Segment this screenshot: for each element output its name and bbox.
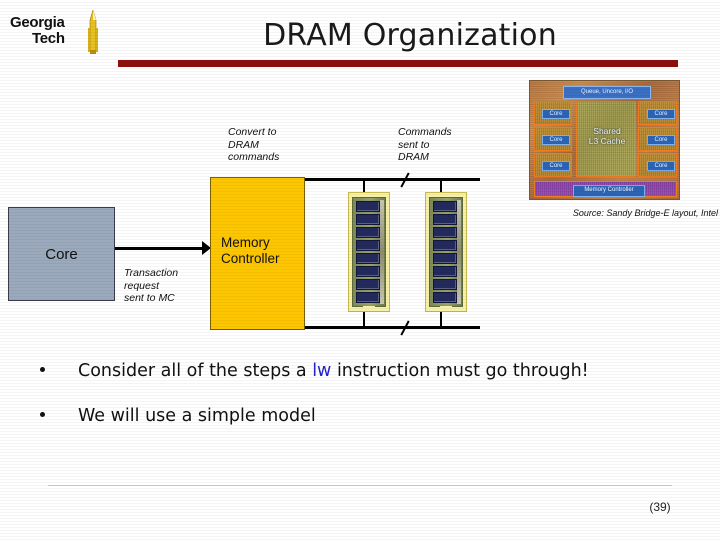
die-core-region-4: Core (638, 101, 677, 125)
sandy-bridge-die-photo: Queue, Uncore, I/O Core Core Core Core C… (529, 80, 680, 200)
bus-drop-bottom-1 (363, 312, 365, 327)
bus-drop-top-2 (440, 180, 442, 196)
core-block-label: Core (45, 245, 78, 263)
die-core-region-1: Core (534, 101, 572, 125)
dimm-pcb (429, 197, 463, 307)
list-item: We will use a simple model (36, 405, 686, 428)
die-l3-cache-label: Shared L3 Cache (588, 126, 626, 146)
die-core-label-2: Core (542, 135, 570, 145)
bullet-1-keyword: lw (312, 361, 332, 381)
die-core-region-5: Core (638, 127, 677, 151)
dimm-module-1 (348, 192, 390, 312)
dram-chip (433, 266, 457, 277)
dimm-notch-bottom (440, 306, 452, 309)
dimm-notch-bottom (363, 306, 375, 309)
bullet-list: Consider all of the steps a lw instructi… (36, 360, 686, 442)
page-number: (39) (649, 500, 671, 514)
dram-chip (356, 214, 380, 225)
memory-bus-top (305, 178, 480, 181)
footer-divider (48, 485, 672, 486)
die-queue-uncore-io-label: Queue, Uncore, I/O (563, 86, 651, 99)
dram-chip (356, 292, 380, 303)
bullet-dot-icon (40, 412, 45, 417)
logo-text: Georgia Tech (10, 12, 86, 52)
dimm-module-2 (425, 192, 467, 312)
dram-chip (356, 201, 380, 212)
core-block: Core (8, 207, 115, 301)
georgia-tech-logo: Georgia Tech (8, 10, 112, 54)
dram-chip (356, 253, 380, 264)
memory-controller-block: Memory Controller (210, 177, 305, 330)
dram-chip (433, 227, 457, 238)
dram-chip (433, 214, 457, 225)
die-core-region-3: Core (534, 153, 572, 177)
dram-chip (356, 266, 380, 277)
dram-chip (433, 253, 457, 264)
die-core-label-5: Core (647, 135, 675, 145)
bullet-text-2: We will use a simple model (78, 406, 316, 426)
annotation-commands-sent-to-dram: Commands sent to DRAM (398, 126, 452, 163)
memory-bus-bottom (305, 326, 480, 329)
die-l3-cache-region: Shared L3 Cache (576, 101, 636, 177)
die-core-label-3: Core (542, 161, 570, 171)
die-photo-source-caption: Source: Sandy Bridge-E layout, Intel (572, 208, 718, 218)
bullet-2-pre: We will use a simple model (78, 406, 316, 426)
page-title: DRAM Organization (263, 18, 557, 53)
memory-controller-label: Memory Controller (221, 235, 280, 266)
dram-chip (356, 227, 380, 238)
die-memory-controller-region: Memory Controller (534, 181, 677, 197)
list-item: Consider all of the steps a lw instructi… (36, 360, 686, 383)
die-core-label-6: Core (647, 161, 675, 171)
dram-chip (433, 279, 457, 290)
bus-drop-top-1 (363, 180, 365, 196)
dram-chip (433, 292, 457, 303)
bus-drop-bottom-2 (440, 312, 442, 327)
bullet-1-pre: Consider all of the steps a (78, 361, 313, 381)
dimm-notch-top (440, 195, 452, 198)
bullet-dot-icon (40, 367, 45, 372)
die-core-label-1: Core (542, 109, 570, 119)
logo-line-1: Georgia (10, 14, 65, 31)
die-core-region-2: Core (534, 127, 572, 151)
core-to-mc-arrow-line (115, 246, 204, 250)
dimm-edge-connector (457, 200, 461, 304)
dimm-notch-top (363, 195, 375, 198)
logo-line-2: Tech (32, 30, 65, 47)
die-core-region-6: Core (638, 153, 677, 177)
bullet-1-post: instruction must go through! (331, 361, 589, 381)
dram-chip (356, 240, 380, 251)
dram-chip (356, 279, 380, 290)
dimm-edge-connector (380, 200, 384, 304)
title-underline-bar (118, 60, 678, 67)
annotation-transaction-request: Transaction request sent to MC (124, 267, 179, 304)
gt-tower-icon (88, 10, 98, 54)
dimm-pcb (352, 197, 386, 307)
annotation-convert-to-dram-commands: Convert to DRAM commands (228, 126, 280, 163)
dram-chip (433, 240, 457, 251)
die-core-label-4: Core (647, 109, 675, 119)
core-to-mc-arrow-head (202, 241, 211, 255)
die-memory-controller-label: Memory Controller (573, 185, 645, 197)
bullet-text-1: Consider all of the steps a lw instructi… (78, 361, 589, 381)
dram-chip (433, 201, 457, 212)
